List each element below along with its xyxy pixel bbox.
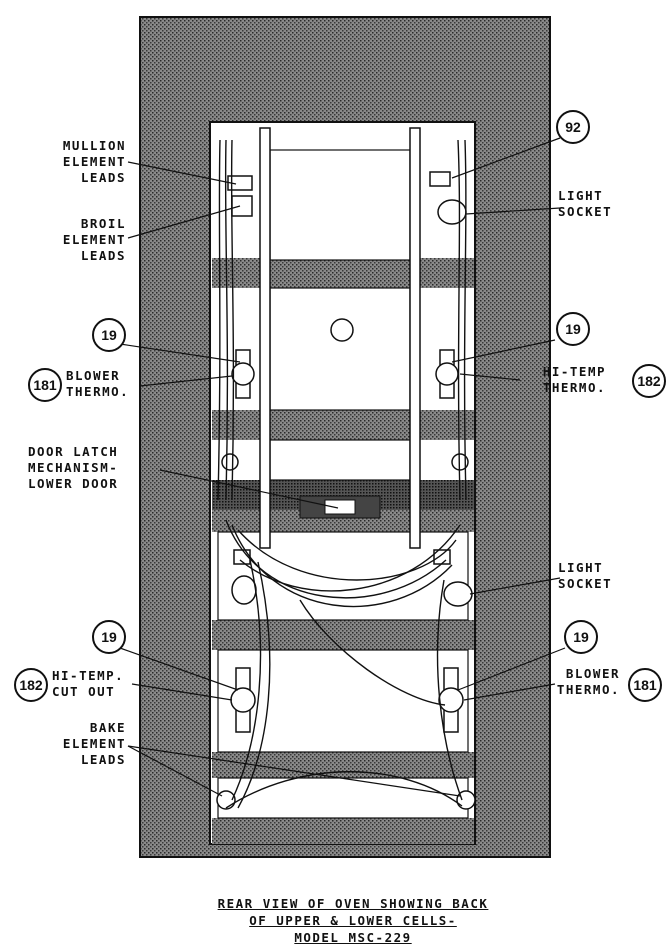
label-hi-temp-cutout: HI-TEMP. CUT OUT xyxy=(52,668,125,699)
vertical-rails xyxy=(259,127,421,549)
leader-lines xyxy=(119,137,566,797)
label-mullion-element-leads: MULLION ELEMENT LEADS xyxy=(62,138,126,185)
callout-lower-right-bracket: 19 xyxy=(564,620,598,654)
label-door-latch-mechanism: DOOR LATCH MECHANISM- LOWER DOOR xyxy=(28,444,119,491)
callout-upper-left-bracket: 19 xyxy=(92,318,126,352)
callout-upper-right-socket: 92 xyxy=(556,110,590,144)
label-light-socket-upper: LIGHT SOCKET xyxy=(558,188,613,219)
label-broil-element-leads: BROIL ELEMENT LEADS xyxy=(62,216,126,263)
figure-caption: REAR VIEW OF OVEN SHOWING BACK OF UPPER … xyxy=(217,896,489,945)
label-blower-thermo-lower: BLOWER THERMO. xyxy=(556,666,620,697)
label-light-socket-lower: LIGHT SOCKET xyxy=(558,560,613,591)
callout-upper-left-blower: 181 xyxy=(28,368,62,402)
door-latch-mechanism xyxy=(299,495,381,519)
callout-lower-left-bracket: 19 xyxy=(92,620,126,654)
wiring xyxy=(217,139,467,809)
label-hi-temp-thermo: HI-TEMP THERMO. xyxy=(542,364,606,395)
label-blower-thermo-upper: BLOWER THERMO. xyxy=(66,368,130,399)
components xyxy=(216,171,476,810)
upper-back-plate xyxy=(269,149,411,481)
callout-upper-right-hitemp: 182 xyxy=(632,364,666,398)
callout-lower-right-blower: 181 xyxy=(628,668,662,702)
callout-lower-left-cutout: 182 xyxy=(14,668,48,702)
callout-upper-right-bracket: 19 xyxy=(556,312,590,346)
label-bake-element-leads: BAKE ELEMENT LEADS xyxy=(62,720,126,767)
